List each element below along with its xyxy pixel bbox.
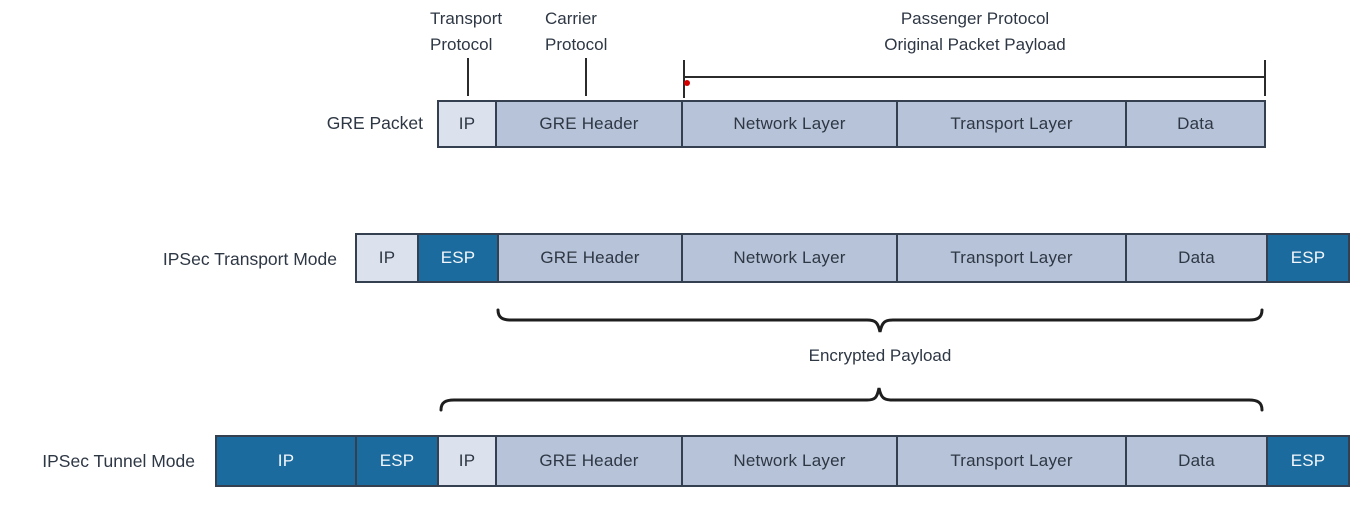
label-carrier-protocol-line1: Carrier [545, 9, 597, 28]
packet-field-transport-layer: Transport Layer [896, 100, 1127, 148]
packet-field-ip: IP [355, 233, 419, 283]
row-label-ipsec-tunnel-mode: IPSec Tunnel Mode [42, 451, 195, 471]
packet-field-network-layer: Network Layer [681, 435, 898, 487]
label-carrier-protocol-line2: Protocol [545, 35, 608, 54]
label-encrypted-payload: Encrypted Payload [808, 346, 952, 365]
bracket-passenger-payload-right-tick [1264, 60, 1266, 96]
packet-field-transport-layer: Transport Layer [896, 435, 1127, 487]
packet-field-gre-header: GRE Header [495, 100, 683, 148]
label-transport-protocol-line1: Transport [430, 9, 503, 28]
packet-field-esp: ESP [355, 435, 439, 487]
packet-field-network-layer: Network Layer [681, 233, 898, 283]
packet-field-gre-header: GRE Header [495, 435, 683, 487]
packet-field-transport-layer: Transport Layer [896, 233, 1127, 283]
leader-line-carrier-protocol [585, 58, 587, 96]
label-passenger-protocol-line1: Passenger Protocol [900, 9, 1050, 28]
label-transport-protocol-line2: Protocol [430, 35, 493, 54]
packet-field-ip-outer: IP [215, 435, 357, 487]
bracket-passenger-payload-left-tick [683, 60, 685, 98]
row-label-ipsec-transport-mode: IPSec Transport Mode [162, 249, 337, 269]
packet-field-esp: ESP [417, 233, 499, 283]
label-passenger-protocol: Passenger Protocol Original Packet Paylo… [775, 6, 1175, 58]
packet-field-data: Data [1125, 435, 1268, 487]
packet-field-esp: ESP [1266, 233, 1350, 283]
leader-line-transport-protocol [467, 58, 469, 96]
packet-field-ip-inner: IP [437, 435, 497, 487]
row-label-gre-packet: GRE Packet [326, 113, 423, 133]
packet-field-esp: ESP [1266, 435, 1350, 487]
label-carrier-protocol: Carrier Protocol [545, 6, 607, 58]
label-transport-protocol: Transport Protocol [430, 6, 502, 58]
label-passenger-protocol-line2: Original Packet Payload [884, 35, 1066, 54]
bracket-passenger-payload-line [684, 76, 1266, 78]
packet-field-ip: IP [437, 100, 497, 148]
overbrace-encrypted-payload-tunnel [439, 387, 1264, 412]
packet-field-data: Data [1125, 233, 1268, 283]
packet-field-network-layer: Network Layer [681, 100, 898, 148]
packet-field-data: Data [1125, 100, 1266, 148]
packet-field-gre-header: GRE Header [497, 233, 683, 283]
red-dot-marker [684, 80, 690, 86]
underbrace-encrypted-payload-transport [496, 308, 1264, 333]
